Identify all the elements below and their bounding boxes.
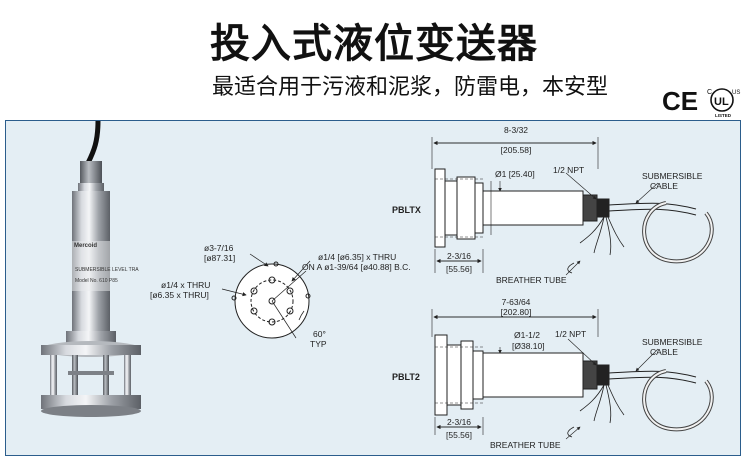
pblt2-length-label: 7-63/64 [501, 297, 531, 307]
pblt2-cable-label-1: SUBMERSIBLE [642, 337, 703, 347]
flange-bolt-bc-label: ON A ø1-39/64 [ø40.88] B.C. [302, 262, 411, 272]
pbltx-npt-label: 1/2 NPT [553, 165, 585, 175]
technical-drawing-panel: Mercoid SUBMERSIBLE LEVEL TRA Model No. … [5, 120, 741, 456]
pblt2-npt-label: 1/2 NPT [555, 329, 587, 339]
ul-main: UL [714, 96, 729, 108]
pblt2-cable-label-2: CABLE [650, 347, 678, 357]
pbltx-breather-tube-label: BREATHER TUBE [496, 275, 567, 285]
pblt2-breather-tube-label: BREATHER TUBE [490, 440, 561, 450]
pblt2-length-mm-label: [202.80] [500, 307, 532, 317]
sensor-photo [41, 121, 141, 417]
pblt2-dia-label: Ø1-1/2 [514, 330, 540, 340]
page-subtitle: 最适合用于污液和泥浆，防雷电，本安型 [212, 75, 609, 100]
flange-dia-label: ø3-7/16 [204, 243, 234, 253]
flange-dia-mm-label: [ø87.31] [204, 253, 236, 263]
pblt2-flange-width-label: 2-3/16 [446, 417, 472, 427]
flange-end-view [221, 253, 311, 339]
sensor-plate-line1: SUBMERSIBLE LEVEL TRA [75, 267, 139, 273]
flange-bolt-label: ø1/4 [ø6.35] x THRU [318, 252, 397, 262]
flange-hole-mm-label: [ø6.35 x THRU] [150, 290, 209, 300]
pblt2-flange-width-mm-label: [55.56] [446, 430, 472, 440]
flange-angle-typ-label: TYP [310, 339, 327, 349]
ul-us-letters: US [732, 90, 740, 96]
drawing-canvas [41, 121, 714, 440]
pbltx-model-label: PBLTX [392, 205, 421, 215]
pblt2-model-label: PBLT2 [392, 372, 420, 382]
pbltx-cable-label-1: SUBMERSIBLE [642, 171, 703, 181]
pblt2-drawing [431, 309, 714, 440]
pbltx-flange-width-mm-label: [55.56] [446, 264, 472, 274]
pbltx-dia-label: Ø1 [25.40] [495, 169, 535, 179]
flange-angle-label: 60° [313, 329, 326, 339]
pblt2-dia-mm-label: [Ø38.10] [512, 341, 545, 351]
ce-mark: CE [662, 86, 698, 116]
ul-c-letter: C [707, 89, 712, 96]
pbltx-cable-label-2: CABLE [650, 181, 678, 191]
flange-hole-label: ø1/4 x THRU [161, 280, 211, 290]
sensor-plate-line2: Model No. 610 P85 [75, 278, 118, 284]
ul-listed: LISTED [715, 113, 732, 118]
ul-listed-mark: C UL US LISTED [707, 88, 740, 118]
page-title: 投入式液位变送器 [210, 21, 538, 67]
pbltx-flange-width-label: 2-3/16 [446, 251, 472, 261]
pbltx-length-mm-label: [205.58] [500, 145, 532, 155]
sensor-brand: Mercoid [74, 243, 98, 249]
pbltx-length-label: 8-3/32 [503, 125, 529, 135]
pbltx-drawing [431, 137, 714, 276]
certification-marks: CE C UL US LISTED [662, 86, 740, 118]
